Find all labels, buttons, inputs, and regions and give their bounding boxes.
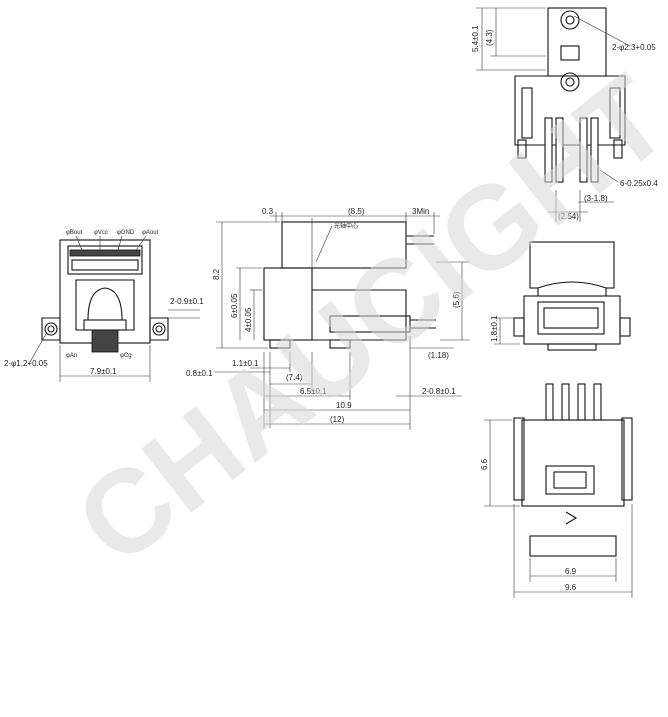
- side-right-b: (1.18): [428, 351, 449, 360]
- side-bottom1: 1.1±0.1: [232, 359, 259, 368]
- front-label-cg: φCg: [120, 353, 132, 359]
- front-top-slot: [71, 259, 139, 271]
- top-pin-1: [544, 117, 553, 183]
- top-dim-total: 5.4±0.1: [471, 25, 480, 52]
- front-top-bar: [69, 249, 141, 257]
- bottom-base: [529, 535, 617, 557]
- bottom-pin-1: [545, 383, 554, 421]
- top-lower-hole-outer: [560, 72, 580, 92]
- top-hole-inner: [565, 15, 575, 25]
- side-h-total: 8.2: [212, 268, 221, 280]
- arrow-icon: [565, 511, 578, 525]
- top-right-tab: [609, 87, 621, 139]
- side-bottom3: 6.5±0.1: [300, 387, 327, 396]
- watermark-text: CHAUCIGHT: [53, 51, 668, 591]
- side-right-small: 2-0.8±0.1: [422, 387, 456, 396]
- side-lens-barrel: [329, 315, 411, 333]
- right-view-base: [547, 343, 597, 351]
- top-pin-2: [555, 117, 564, 183]
- top-right-foot: [613, 139, 623, 159]
- bottom-pin-2: [561, 383, 570, 421]
- right-view-window-outer: [537, 301, 605, 335]
- right-view-height: 1.8±0.1: [490, 315, 499, 342]
- bottom-view-body: [521, 419, 625, 507]
- bottom-window-outer: [545, 465, 595, 495]
- side-bottom2: (7.4): [286, 373, 303, 382]
- right-view-right-ear: [619, 317, 631, 337]
- top-hole-outer: [560, 10, 580, 30]
- top-left-foot: [517, 139, 527, 159]
- front-lens-base: [83, 319, 127, 331]
- front-width: 7.9±0.1: [90, 367, 117, 376]
- front-lens: [87, 287, 123, 321]
- front-left-hole: [44, 322, 58, 336]
- front-label-aout: φAout: [142, 230, 159, 236]
- top-pin-3: [579, 117, 588, 183]
- bottom-width-inner: 6.9: [565, 567, 577, 576]
- top-pitch: (2.54): [558, 212, 579, 221]
- side-bottom5: (12): [330, 415, 345, 424]
- front-label-an: φAn: [66, 353, 77, 359]
- side-bottom4: 10.9: [336, 401, 352, 410]
- top-lower-hole-inner: [565, 77, 575, 87]
- right-view-left-ear: [513, 317, 525, 337]
- front-left-ear: [41, 317, 61, 341]
- top-left-tab: [521, 87, 533, 139]
- bottom-height: 6.6: [480, 458, 489, 470]
- bottom-left-rail: [513, 417, 525, 501]
- side-left-foot: [269, 339, 291, 349]
- side-top-left: 0.3: [262, 207, 274, 216]
- top-dim-inner: (4.3): [485, 29, 494, 46]
- side-top-mid: (8.5): [348, 207, 365, 216]
- side-top-block: [281, 221, 407, 269]
- front-hole-label: 2-φ1.2+0.05: [4, 359, 48, 368]
- front-label-bout: φBout: [66, 230, 83, 236]
- side-h-low: 4±0.05: [244, 307, 253, 332]
- side-lower-block: [312, 289, 407, 341]
- side-view: 光轴中心 0.3 (8.5) 3Min 8.2 6±0.05 4±0.05 0.…: [186, 207, 470, 430]
- bottom-pin-3: [577, 383, 586, 421]
- front-label-gnd: φGND: [117, 230, 135, 236]
- side-center-note: 光轴中心: [334, 222, 358, 230]
- top-view: 5.4±0.1 (4.3) 2-φ2.3+0.05 6-0.25x0.4 (2.…: [471, 7, 658, 222]
- top-pin-4: [590, 117, 599, 183]
- side-left-small: 0.8±0.1: [186, 369, 213, 378]
- right-view: 1.8±0.1: [490, 241, 631, 351]
- bottom-right-rail: [621, 417, 633, 501]
- bottom-width-outer: 9.6: [565, 583, 577, 592]
- top-window: [560, 45, 580, 61]
- front-top-housing: [67, 245, 143, 275]
- side-right-h: (5.6): [452, 291, 461, 308]
- front-right-hole: [152, 322, 166, 336]
- side-h-mid: 6±0.05: [230, 293, 239, 318]
- front-connector: [91, 329, 119, 353]
- right-view-lens: [537, 281, 607, 297]
- top-view-flange: [514, 75, 626, 146]
- side-top-right: 3Min: [412, 207, 429, 216]
- top-pin-label: 6-0.25x0.4: [620, 179, 658, 188]
- right-view-window: [543, 307, 599, 329]
- front-right-ear: [149, 317, 169, 341]
- front-cavity: [75, 279, 135, 331]
- bottom-window: [553, 471, 587, 489]
- bottom-pin-4: [593, 383, 602, 421]
- front-view: φBout φVcc φGND φAout φAn φCg 2-φ1.2+0.0…: [4, 230, 204, 382]
- top-pitch-half: (3-1.8): [584, 194, 608, 203]
- front-label-vcc: φVcc: [94, 230, 108, 236]
- top-hole-label: 2-φ2.3+0.05: [612, 43, 656, 52]
- bottom-view: 6.6 6.9 9.6: [480, 383, 633, 598]
- front-side-dim: 2-0.9±0.1: [170, 297, 204, 306]
- side-mid-foot: [329, 339, 351, 349]
